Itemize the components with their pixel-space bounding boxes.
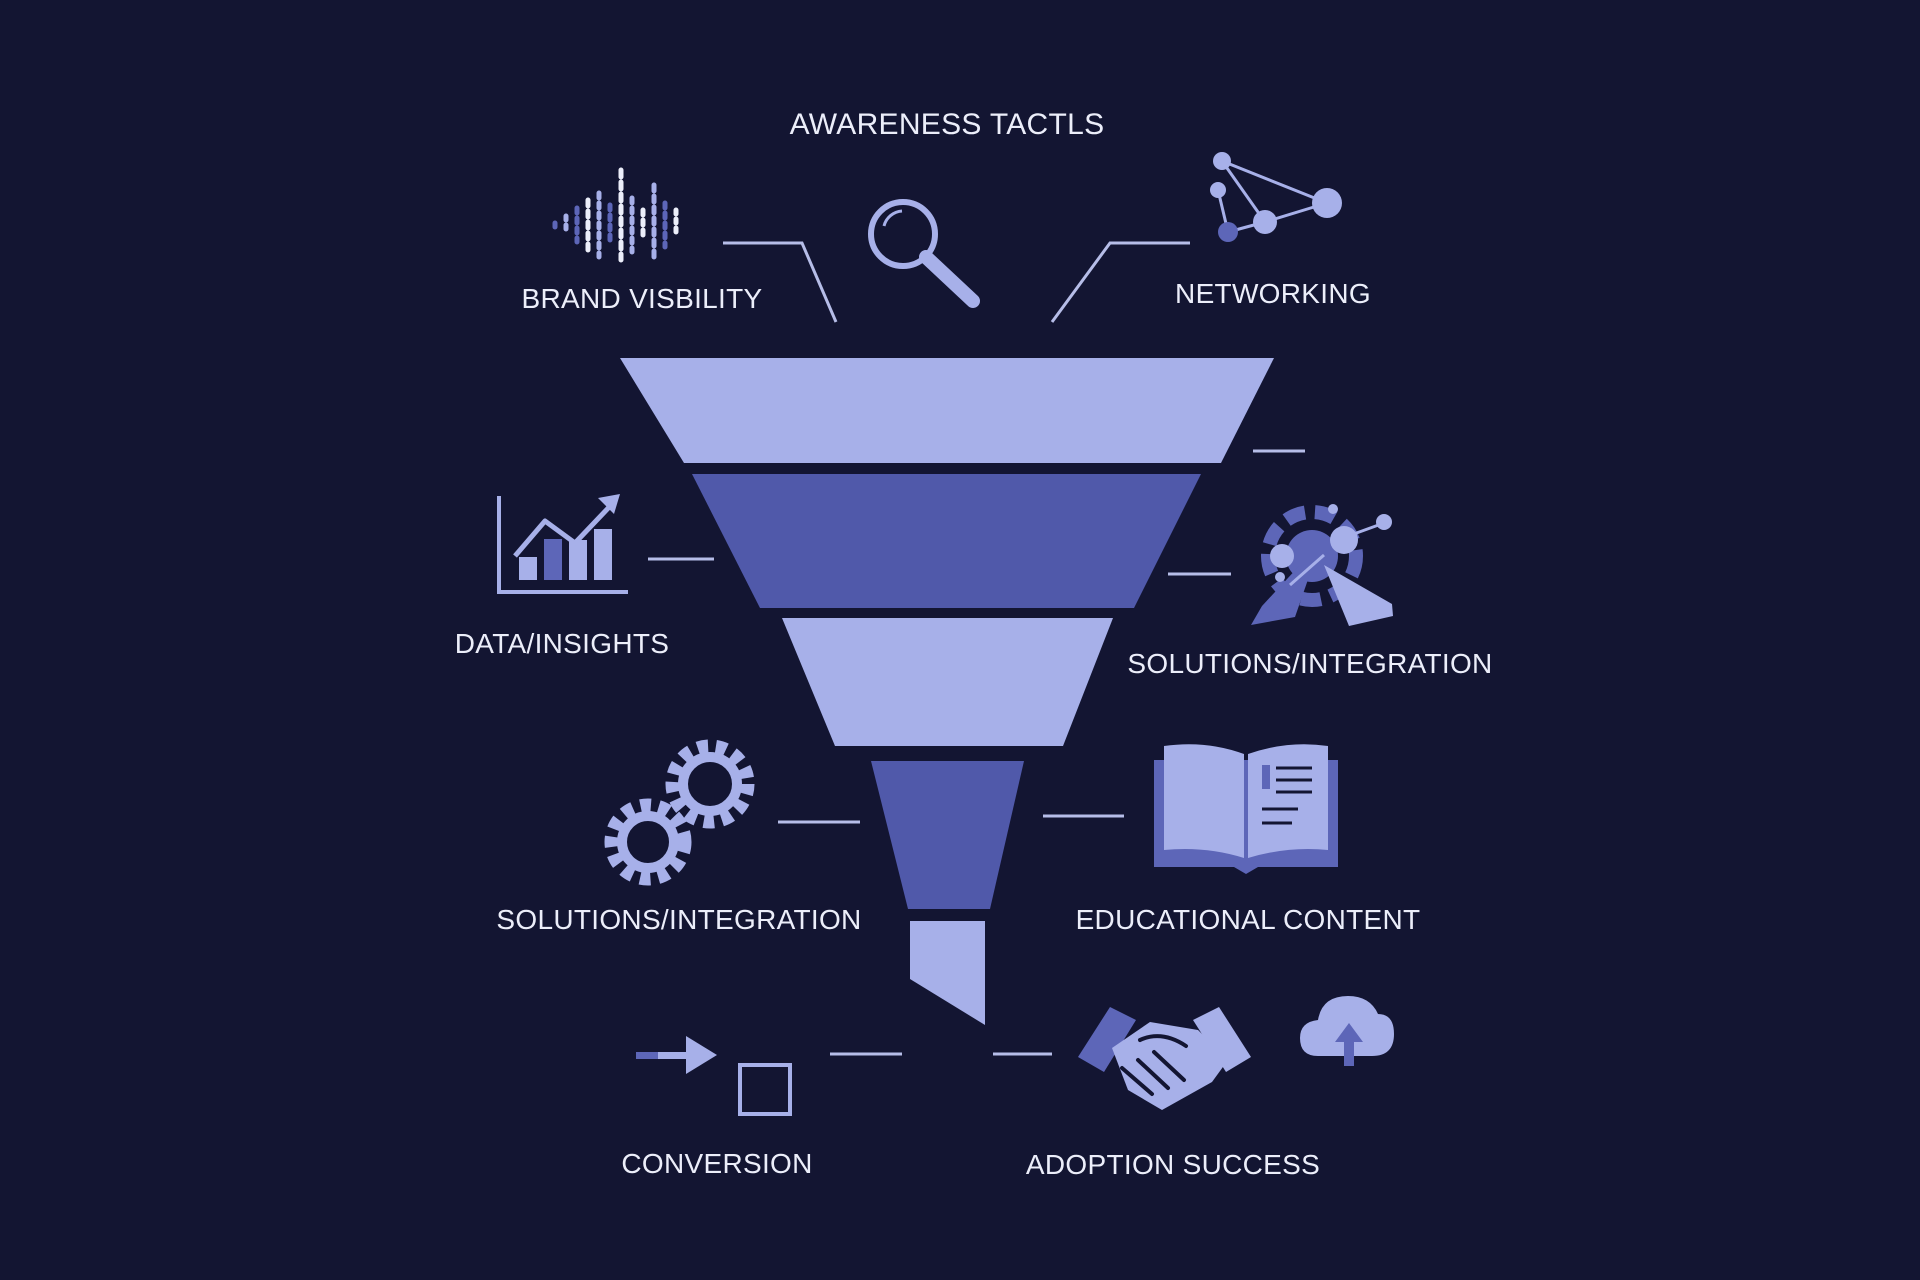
- label-adoption-success: ADOPTION SUCCESS: [1025, 1149, 1321, 1180]
- label-networking: NETWORKING: [1175, 278, 1371, 309]
- solutions-hub-icon: [1251, 504, 1393, 626]
- connectors: [648, 241, 1305, 1056]
- connector-networking: [1050, 241, 1190, 323]
- handshake-icon: [1078, 1007, 1251, 1110]
- funnel-spout: [910, 921, 985, 1025]
- funnel: [620, 358, 1274, 1025]
- gears-icon: [604, 739, 755, 886]
- open-book-icon: [1154, 744, 1338, 874]
- cloud-upload-icon: [1300, 996, 1394, 1066]
- arrow-to-box-icon: [636, 1036, 792, 1116]
- diagram-title: AWARENESS TACTLS: [789, 108, 1105, 141]
- magnifier-icon: [868, 199, 980, 308]
- funnel-stage-3: [782, 618, 1113, 746]
- network-nodes-icon: [1210, 152, 1342, 242]
- funnel-stage-2: [692, 474, 1201, 608]
- connector-brand: [723, 241, 838, 323]
- label-conversion: CONVERSION: [621, 1148, 813, 1179]
- growth-chart-icon: [497, 494, 628, 594]
- label-educational-content: EDUCATIONAL CONTENT: [1075, 904, 1421, 935]
- waveform-icon: [552, 167, 679, 265]
- label-solutions-integration-left: SOLUTIONS/INTEGRATION: [496, 904, 862, 935]
- funnel-stage-4: [871, 761, 1024, 909]
- funnel-stage-1: [620, 358, 1274, 463]
- label-brand-visibility: BRAND VISBILITY: [521, 283, 763, 314]
- label-data-insights: DATA/INSIGHTS: [454, 628, 670, 659]
- label-solutions-integration-right: SOLUTIONS/INTEGRATION: [1127, 648, 1493, 679]
